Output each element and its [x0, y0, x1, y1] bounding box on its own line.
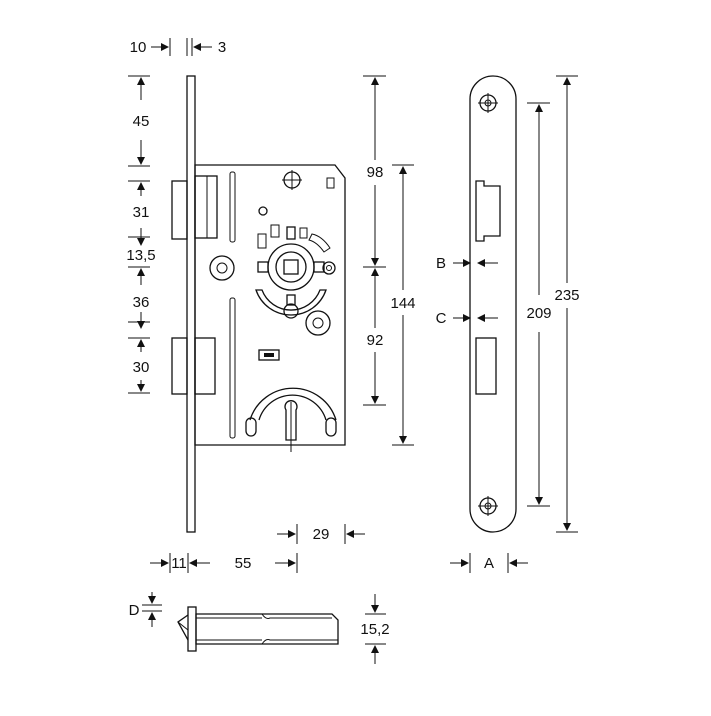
dim-31: 31	[133, 204, 150, 221]
dim-92: 92	[367, 332, 384, 349]
dim-55: 55	[235, 555, 252, 572]
dim-10: 10	[130, 39, 147, 56]
faceplate-width-dimension: A	[450, 553, 528, 573]
dead-bolt	[171, 337, 216, 395]
slot-upper	[229, 171, 236, 243]
latch-opening	[475, 180, 501, 242]
bolt-opening	[475, 337, 497, 395]
faceplate-bc-dimensions: B C	[436, 255, 498, 327]
dim-209: 209	[526, 305, 551, 322]
bottom-view-depth-dimension: 15,2	[360, 594, 390, 664]
indicator-slot	[258, 349, 280, 361]
faceplate-outline	[469, 75, 517, 533]
washer-right	[322, 261, 336, 275]
dim-13-5: 13,5	[126, 247, 155, 264]
dim-A: A	[484, 555, 494, 572]
spindle-hub	[257, 226, 325, 306]
faceplate-screw-bottom	[478, 496, 498, 516]
faceplate-side-view	[469, 75, 517, 533]
hub-ring	[255, 289, 327, 316]
dim-98: 98	[367, 164, 384, 181]
faceplate-screw-top	[478, 93, 498, 113]
bottom-view-d-dimension: D	[129, 592, 162, 627]
dim-144: 144	[390, 295, 415, 312]
right-body-dimensions: 98 92 144	[363, 75, 416, 446]
dim-3: 3	[218, 39, 226, 56]
dim-B: B	[436, 255, 446, 272]
dim-D: D	[129, 602, 140, 619]
left-dimensions: 45 31 13,5 36 30	[126, 75, 156, 394]
lock-bottom-view	[177, 606, 339, 652]
dim-36: 36	[133, 294, 150, 311]
faceplate-height-dimensions: 209 235	[526, 75, 580, 533]
dim-29: 29	[313, 526, 330, 543]
top-dimensions: 10 3	[130, 38, 226, 56]
dim-30: 30	[133, 359, 150, 376]
lock-front-view	[171, 75, 346, 533]
screw-hole-top	[282, 170, 302, 190]
dim-11: 11	[171, 555, 187, 572]
marker-tab	[326, 177, 335, 189]
bottom-dimensions: 11 55 29	[150, 524, 365, 573]
cylinder-cutout	[245, 387, 337, 452]
washer-left	[209, 255, 235, 281]
dim-45: 45	[133, 113, 150, 130]
slot-lower	[229, 297, 236, 439]
faceplate	[186, 75, 196, 533]
dim-15-2: 15,2	[360, 621, 389, 638]
lock-case	[194, 164, 346, 446]
washer-lower	[305, 310, 331, 336]
dim-235: 235	[554, 287, 579, 304]
dim-C: C	[436, 310, 447, 327]
latch-bolt	[171, 175, 218, 240]
